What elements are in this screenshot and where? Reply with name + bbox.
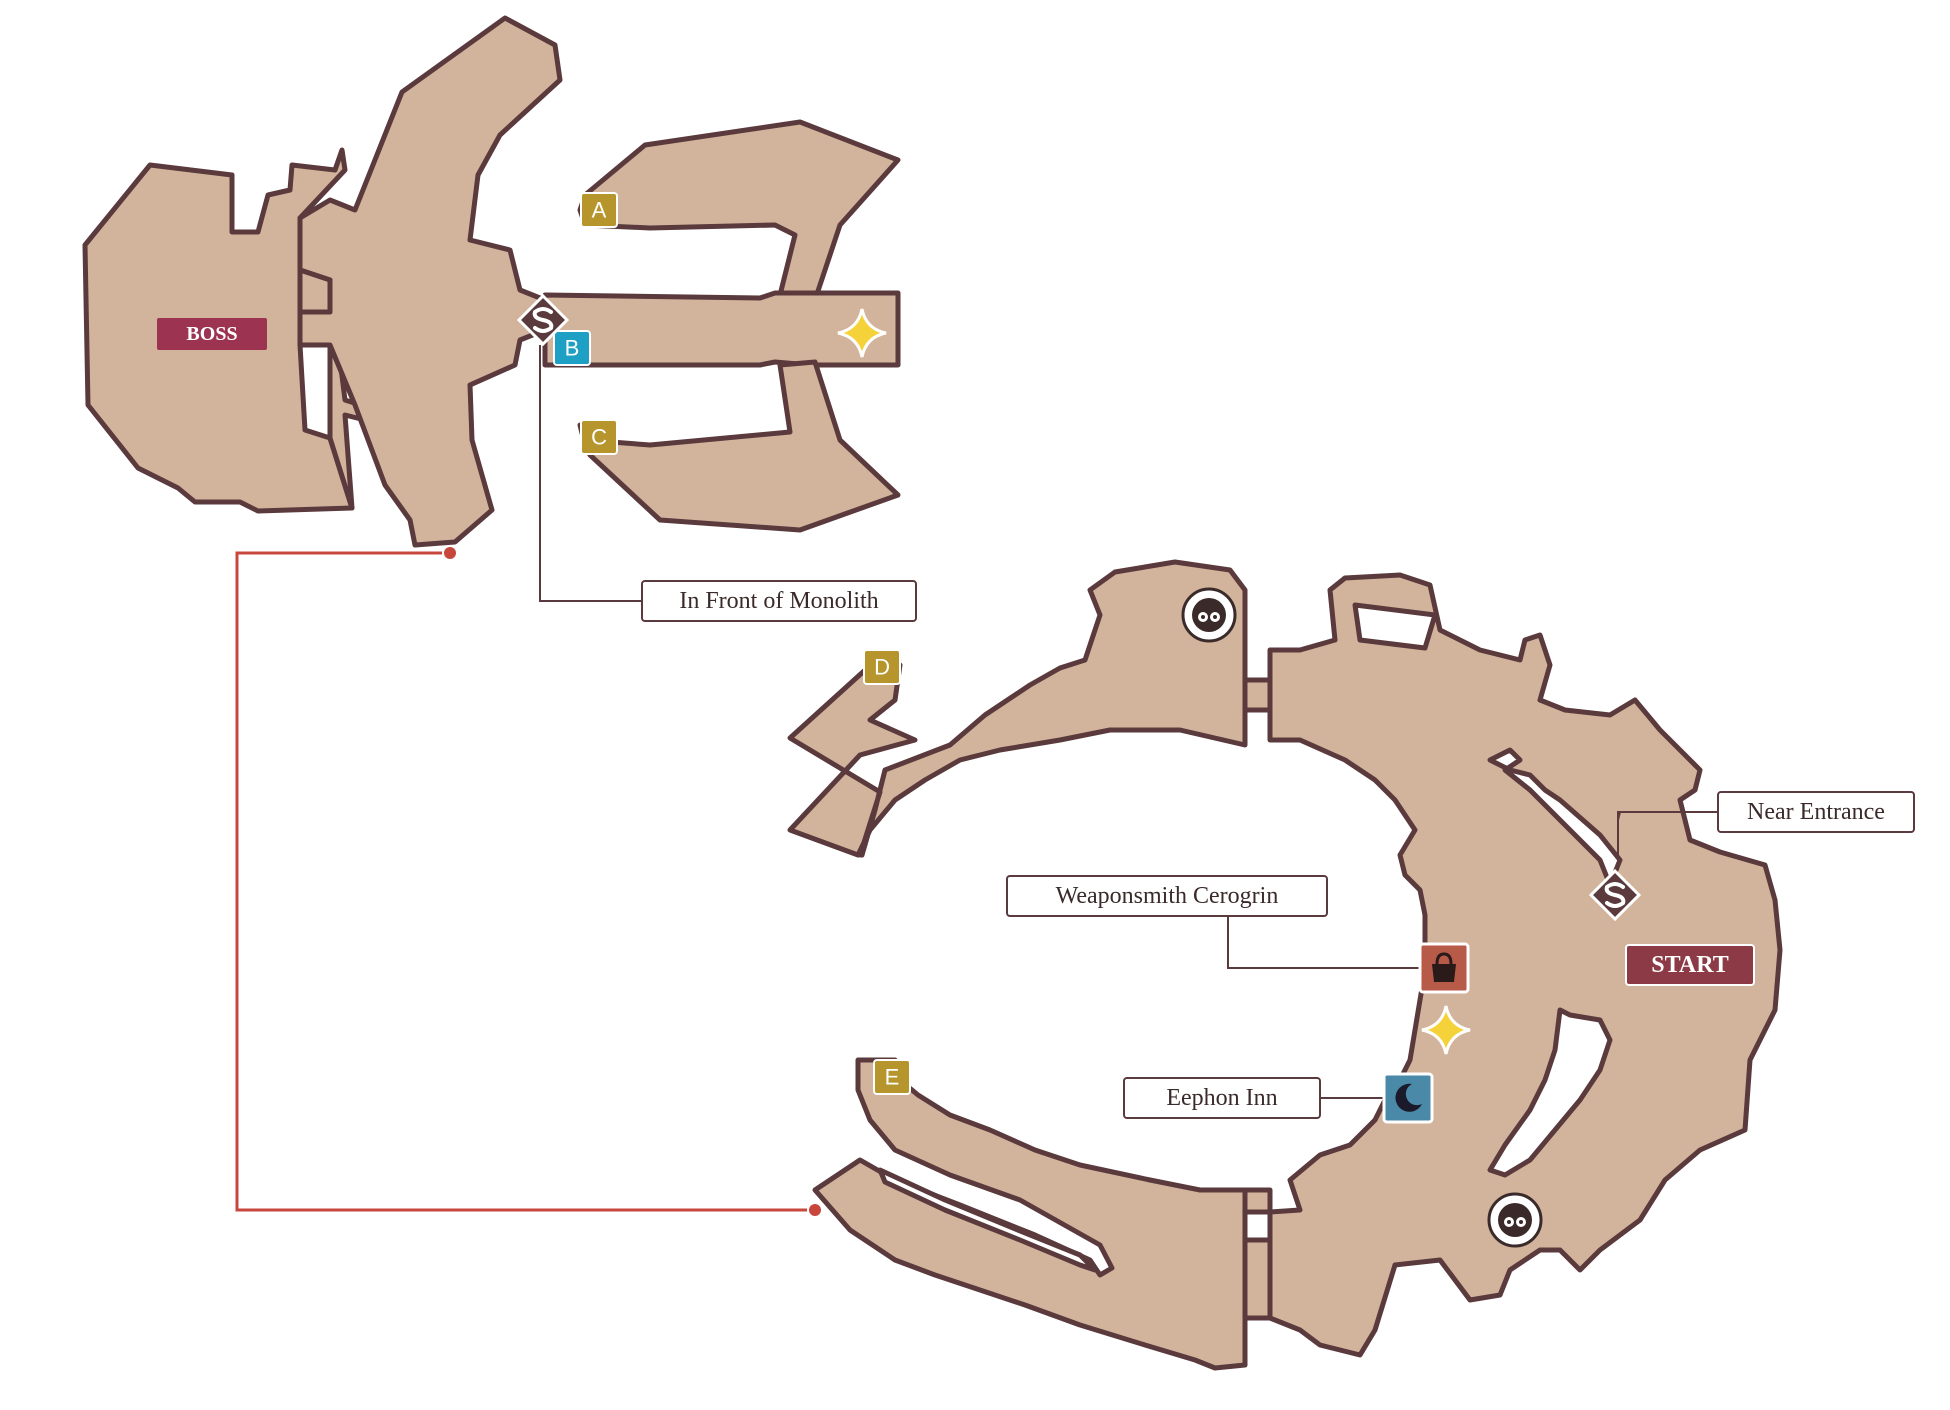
npc-face-icon[interactable] <box>1181 587 1237 643</box>
area-link <box>235 545 823 1218</box>
lower-area <box>787 559 1783 1371</box>
callout-shop-text: Weaponsmith Cerogrin <box>1056 883 1279 909</box>
inner-channel <box>1487 1007 1613 1178</box>
exit-letter-b: B <box>565 336 580 361</box>
exit-letter-a: A <box>592 198 607 223</box>
route-dot-upper[interactable] <box>442 545 458 561</box>
exit-letter-d: D <box>874 655 890 680</box>
central-hall <box>297 15 563 548</box>
callout-monolith[interactable]: In Front of Monolith <box>641 580 917 622</box>
north-window <box>1352 602 1438 651</box>
start-label: START <box>1651 952 1728 978</box>
callout-inn[interactable]: Eephon Inn <box>1123 1077 1321 1119</box>
callout-shop[interactable]: Weaponsmith Cerogrin <box>1006 875 1328 917</box>
callout-inn-text: Eephon Inn <box>1166 1085 1277 1111</box>
shop-bag-icon[interactable] <box>1418 942 1470 994</box>
north-gate <box>1242 677 1273 713</box>
inn-moon-icon[interactable] <box>1382 1072 1434 1124</box>
leader-shop <box>1227 913 1422 969</box>
upper-area <box>82 15 901 548</box>
route-dot-lower[interactable] <box>807 1202 823 1218</box>
boss-label: BOSS <box>186 323 237 345</box>
save-icon[interactable] <box>1588 868 1642 922</box>
npc-face-icon[interactable] <box>1487 1192 1543 1248</box>
exit-marker-a[interactable]: A <box>580 192 618 228</box>
south-gate <box>1242 1187 1273 1215</box>
east-fork-middle <box>542 290 901 368</box>
ring-southwest <box>812 1057 1248 1371</box>
east-fork-lower <box>577 359 901 533</box>
sw-slit <box>877 1167 1098 1273</box>
callout-entrance[interactable]: Near Entrance <box>1717 791 1915 833</box>
leader-monolith <box>539 345 642 602</box>
west-connector <box>297 267 333 315</box>
callout-entrance-text: Near Entrance <box>1747 799 1885 825</box>
exit-marker-b[interactable]: B <box>553 330 591 366</box>
exit-letter-e: E <box>885 1065 900 1090</box>
boss-tag[interactable]: BOSS <box>157 318 267 350</box>
south-gate-lower <box>1242 1237 1273 1321</box>
sparkle-icon[interactable] <box>837 308 887 358</box>
east-fork-upper <box>577 119 901 303</box>
exit-marker-d[interactable]: D <box>863 649 901 685</box>
start-tag[interactable]: START <box>1625 944 1755 986</box>
exit-letter-c: C <box>591 425 607 450</box>
route-line <box>235 551 815 1212</box>
save-icon[interactable] <box>516 293 570 347</box>
callout-monolith-text: In Front of Monolith <box>679 588 878 614</box>
exit-marker-c[interactable]: C <box>580 419 618 455</box>
sparkle-icon[interactable] <box>1421 1005 1471 1055</box>
exit-marker-e[interactable]: E <box>873 1059 911 1095</box>
leader-entrance-hook <box>1617 811 1621 870</box>
